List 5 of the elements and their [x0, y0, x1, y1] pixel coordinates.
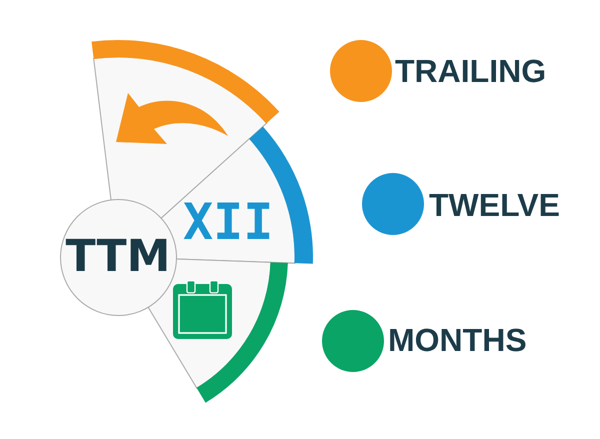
- roman-numeral: XII: [183, 197, 274, 247]
- acronym-circle: TTM: [60, 198, 176, 316]
- legend-label: TRAILING: [395, 55, 546, 87]
- legend-label: TWELVE: [429, 189, 560, 221]
- legend-label: MONTHS: [388, 324, 527, 356]
